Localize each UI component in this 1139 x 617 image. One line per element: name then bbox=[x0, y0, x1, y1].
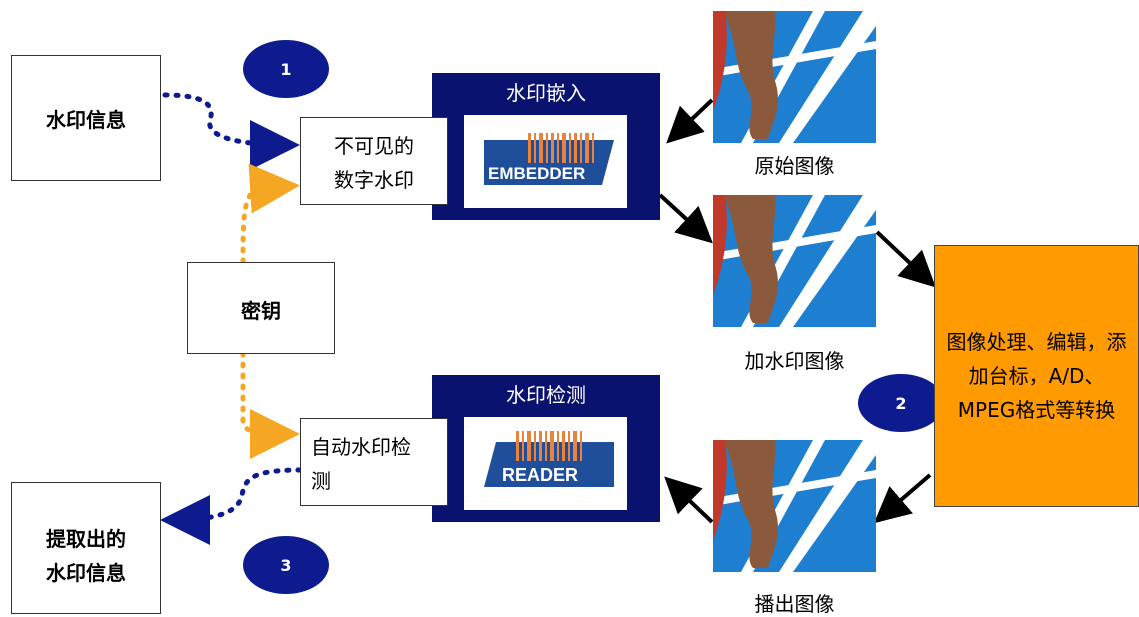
processing-box: 图像处理、编辑，添加台标，A/D、 MPEG格式等转换 bbox=[934, 245, 1139, 507]
watermark-embed-block: 水印嵌入 EMBEDDER bbox=[432, 73, 660, 220]
extracted-info-line2: 水印信息 bbox=[46, 561, 126, 585]
key-label: 密钥 bbox=[241, 299, 281, 323]
broadcast-image-picture bbox=[713, 440, 876, 572]
extracted-info-box: 提取出的 水印信息 bbox=[11, 482, 161, 614]
watermark-info-box: 水印信息 bbox=[11, 55, 161, 181]
original-image-caption: 原始图像 bbox=[754, 154, 835, 178]
step-1-badge: 1 bbox=[243, 40, 329, 98]
reader-logo-panel: READER bbox=[464, 417, 627, 510]
original-image bbox=[713, 11, 876, 143]
auto-detect-box: 自动水印检 测 bbox=[300, 418, 448, 506]
reader-logo: READER bbox=[484, 431, 614, 487]
watermarked-image bbox=[713, 195, 876, 327]
invisible-watermark-box: 不可见的 数字水印 bbox=[300, 117, 448, 205]
reader-logo-text: READER bbox=[502, 465, 578, 485]
watermarked-to-processing-arrow bbox=[875, 230, 936, 288]
auto-detect-line1: 自动水印检 bbox=[311, 435, 411, 459]
invisible-watermark-line2: 数字水印 bbox=[334, 168, 414, 192]
key-to-watermark-dotted-arrow bbox=[240, 163, 300, 265]
embed-to-watermarked-arrow bbox=[658, 193, 713, 244]
embedder-logo-panel: EMBEDDER bbox=[464, 115, 627, 208]
watermark-info-label: 水印信息 bbox=[46, 108, 126, 132]
broadcast-image bbox=[713, 440, 876, 572]
original-image-picture bbox=[713, 11, 876, 143]
broadcast-to-detect-arrow bbox=[664, 476, 714, 524]
watermarked-image-caption: 加水印图像 bbox=[744, 349, 845, 373]
step-3-badge: 3 bbox=[243, 536, 329, 594]
key-box: 密钥 bbox=[187, 262, 335, 354]
extracted-info-line1: 提取出的 bbox=[46, 527, 126, 551]
watermarked-image-picture bbox=[713, 195, 876, 327]
info-to-watermark-dotted-arrow bbox=[162, 92, 300, 170]
detect-title: 水印检测 bbox=[506, 383, 586, 407]
original-to-embed-arrow bbox=[666, 98, 714, 144]
key-to-detect-dotted-arrow bbox=[240, 350, 300, 459]
auto-detect-line2: 测 bbox=[311, 469, 331, 493]
watermark-detect-block: 水印检测 READER bbox=[432, 375, 660, 522]
embed-title: 水印嵌入 bbox=[506, 81, 586, 105]
embedder-logo: EMBEDDER bbox=[484, 133, 614, 185]
broadcast-image-caption: 播出图像 bbox=[754, 592, 835, 616]
embedder-logo-text: EMBEDDER bbox=[488, 164, 585, 183]
processing-to-broadcast-arrow bbox=[873, 473, 932, 524]
step-2-badge: 2 bbox=[858, 374, 944, 432]
invisible-watermark-line1: 不可见的 bbox=[334, 134, 414, 158]
processing-text: 图像处理、编辑，添加台标，A/D、 MPEG格式等转换 bbox=[946, 330, 1127, 422]
detect-to-extracted-dotted-arrow bbox=[160, 467, 303, 545]
